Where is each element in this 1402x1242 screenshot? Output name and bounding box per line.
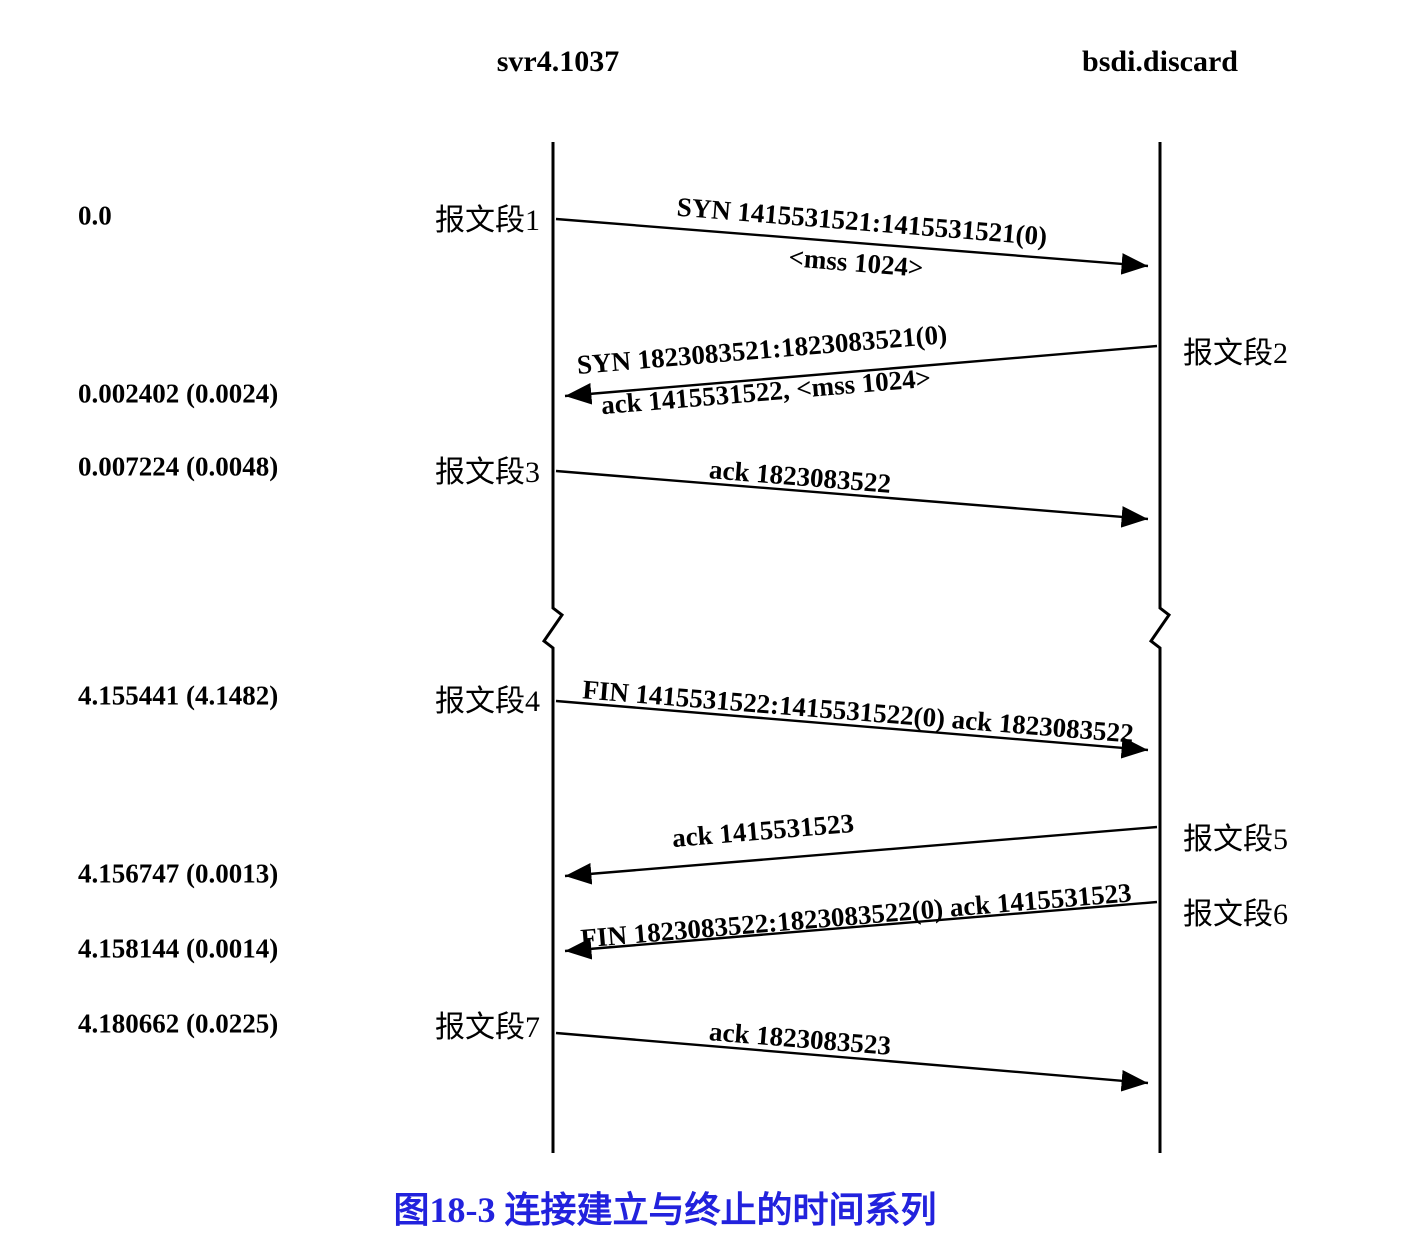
arrow-segment-3 xyxy=(555,469,1149,528)
figure-caption: 图18-3 连接建立与终止的时间系列 xyxy=(393,1190,937,1230)
timestamp-5: 4.156747 (0.0013) xyxy=(78,858,279,889)
arrow-segment-6 xyxy=(564,900,1158,960)
arrow-segment-2 xyxy=(564,344,1158,405)
arrow-segment-1 xyxy=(555,217,1149,275)
arrow-segment-5 xyxy=(564,825,1158,885)
segment-label-7: 报文段7 xyxy=(435,1011,540,1044)
timestamp-2: 0.002402 (0.0024) xyxy=(78,378,279,409)
timestamp-6: 4.158144 (0.0014) xyxy=(78,933,279,964)
timestamp-1: 0.0 xyxy=(78,200,112,231)
segment-label-2: 报文段2 xyxy=(1183,337,1288,370)
segment-label-3: 报文段3 xyxy=(435,456,540,489)
lifeline-right xyxy=(1148,142,1172,1153)
lifeline-left xyxy=(541,142,565,1153)
timestamp-7: 4.180662 (0.0225) xyxy=(78,1008,279,1039)
timestamp-4: 4.155441 (4.1482) xyxy=(78,680,279,711)
arrow-segment-4 xyxy=(555,699,1149,759)
arrow-segment-7 xyxy=(555,1031,1149,1092)
timestamp-3: 0.007224 (0.0048) xyxy=(78,451,279,482)
host-label-left: svr4.1037 xyxy=(496,45,620,78)
segment-label-1: 报文段1 xyxy=(435,204,540,237)
segment-label-4: 报文段4 xyxy=(435,685,540,718)
host-label-right: bsdi.discard xyxy=(1082,45,1238,78)
segment-label-6: 报文段6 xyxy=(1183,898,1288,931)
segment-label-5: 报文段5 xyxy=(1183,823,1288,856)
